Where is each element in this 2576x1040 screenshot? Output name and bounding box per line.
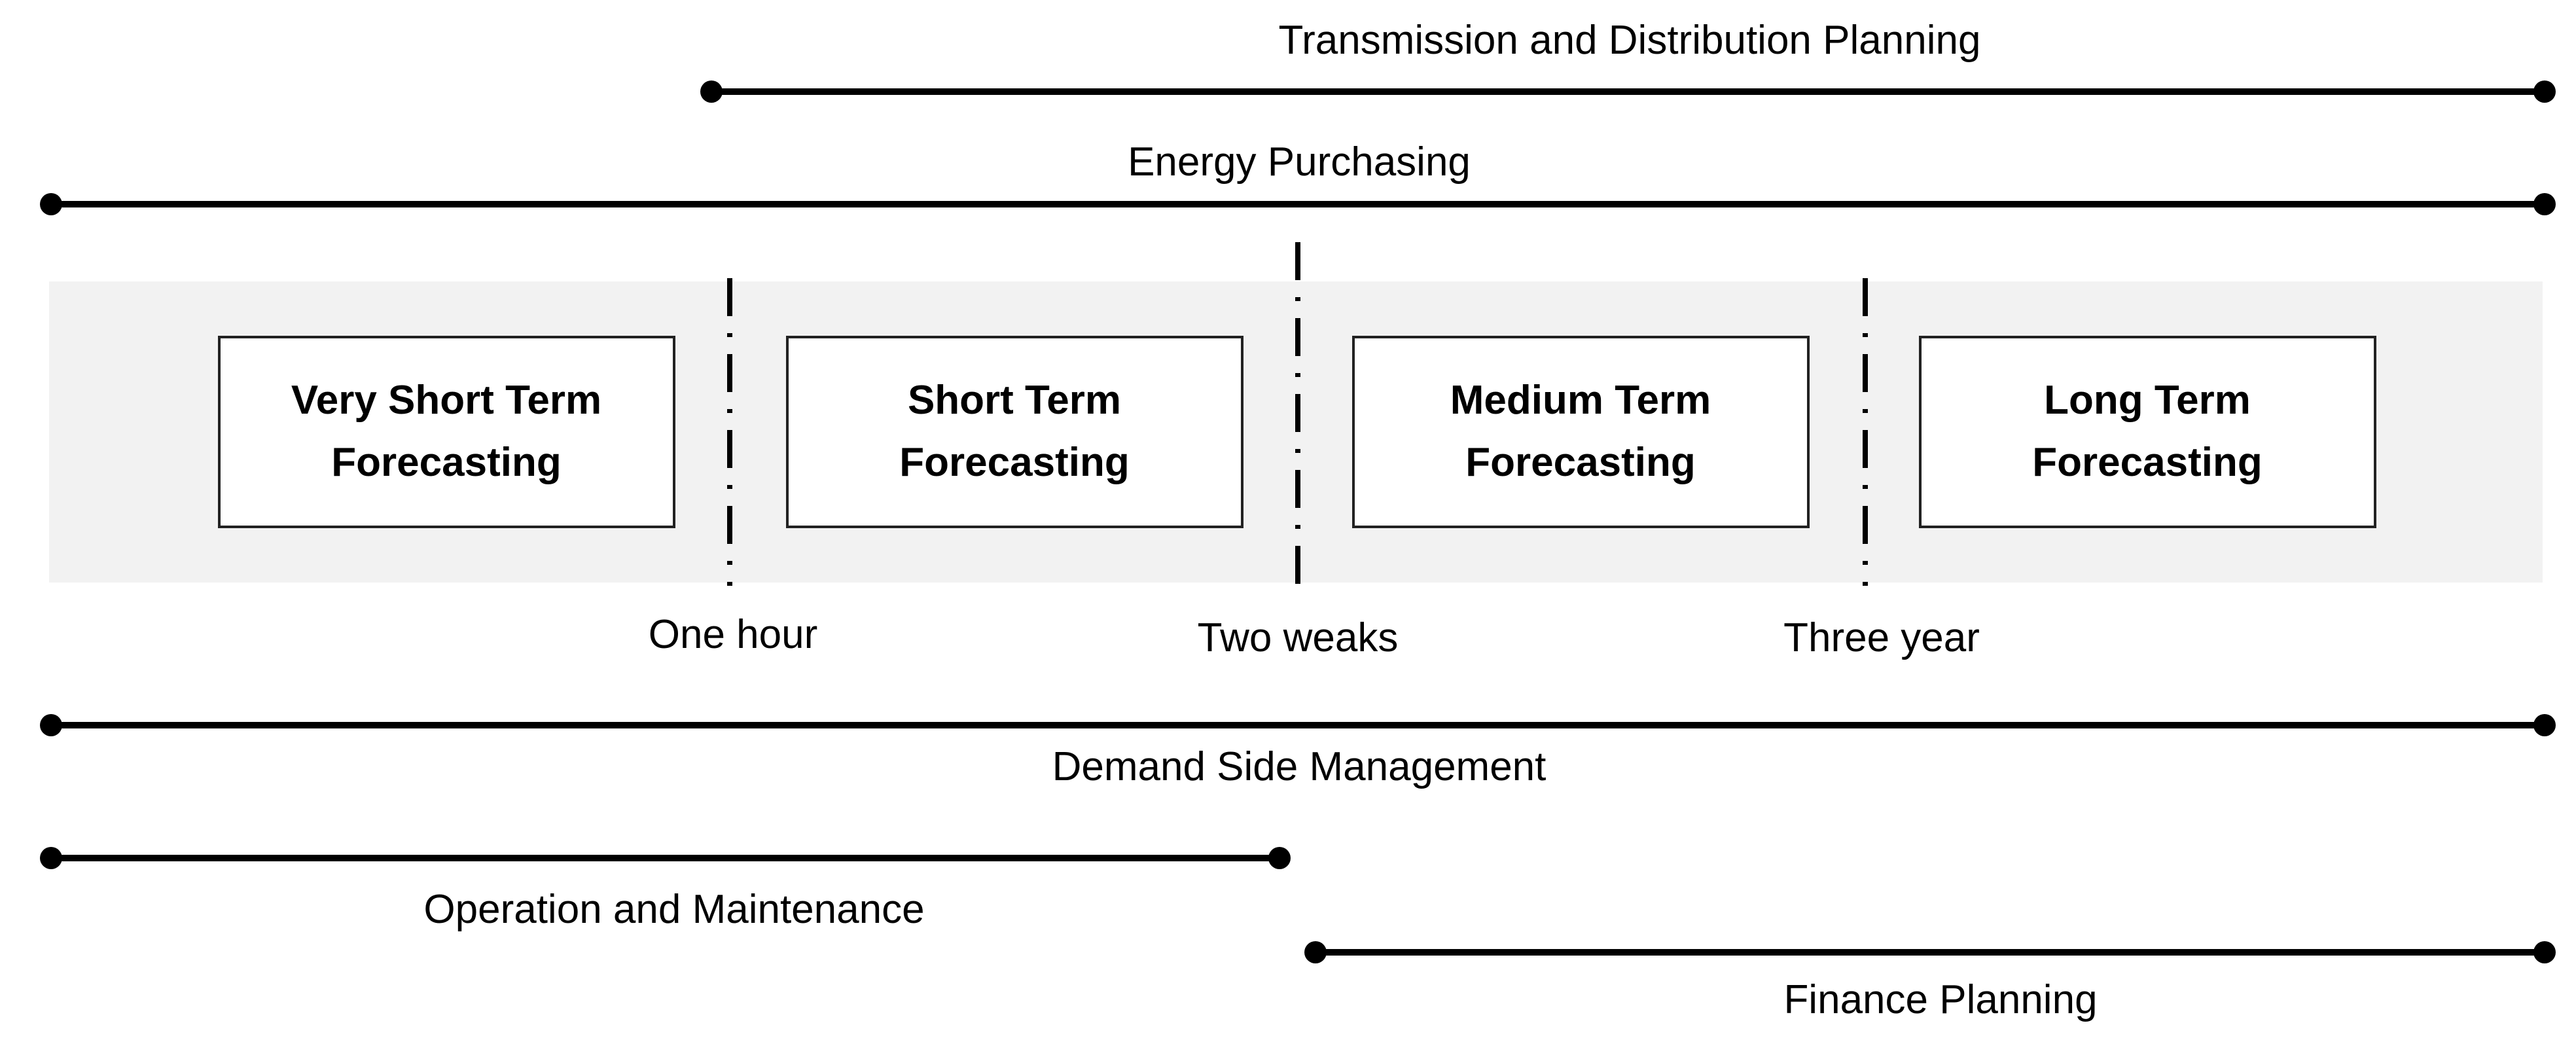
range-start-dot	[700, 81, 723, 103]
box-short-term-forecasting: Short Term Forecasting	[786, 336, 1243, 528]
range-label-finance-planning: Finance Planning	[1783, 977, 2097, 1022]
box-very-short-term-forecasting: Very Short Term Forecasting	[218, 336, 675, 528]
range-transmission-distribution-planning: Transmission and Distribution Planning	[700, 18, 2556, 103]
range-label-transmission-distribution-planning: Transmission and Distribution Planning	[1279, 18, 1981, 63]
range-end-dot	[2533, 193, 2556, 215]
divider-two-weaks: Two weaks	[1198, 242, 1399, 660]
forecast-box	[786, 336, 1243, 528]
range-end-dot	[2533, 714, 2556, 736]
divider-three-year: Three year	[1783, 278, 1980, 660]
forecast-box	[1919, 336, 2376, 528]
divider-label-one-hour: One hour	[649, 612, 818, 657]
range-demand-side-management: Demand Side Management	[40, 714, 2556, 789]
range-label-demand-side-management: Demand Side Management	[1052, 744, 1547, 789]
box-medium-term-forecasting: Medium Term Forecasting	[1352, 336, 1810, 528]
divider-one-hour: One hour	[649, 278, 818, 657]
box-title-line1: Medium Term	[1450, 378, 1711, 423]
range-start-dot	[40, 193, 62, 215]
box-title-line2: Forecasting	[899, 440, 1129, 485]
box-title-line1: Long Term	[2044, 378, 2251, 423]
range-end-dot	[1268, 847, 1291, 869]
box-title-line2: Forecasting	[1465, 440, 1695, 485]
range-end-dot	[2533, 81, 2556, 103]
range-label-energy-purchasing: Energy Purchasing	[1128, 139, 1471, 185]
forecast-box	[218, 336, 675, 528]
box-title-line1: Short Term	[908, 378, 1121, 423]
range-finance-planning: Finance Planning	[1304, 941, 2556, 1022]
box-title-line2: Forecasting	[331, 440, 561, 485]
box-title-line2: Forecasting	[2032, 440, 2262, 485]
forecast-box	[1352, 336, 1810, 528]
range-start-dot	[1304, 941, 1327, 963]
box-title-line1: Very Short Term	[291, 378, 601, 423]
divider-label-three-year: Three year	[1783, 615, 1980, 660]
range-energy-purchasing: Energy Purchasing	[40, 139, 2556, 215]
range-start-dot	[40, 714, 62, 736]
box-long-term-forecasting: Long Term Forecasting	[1919, 336, 2376, 528]
range-start-dot	[40, 847, 62, 869]
range-label-operation-and-maintenance: Operation and Maintenance	[423, 887, 924, 932]
range-operation-and-maintenance: Operation and Maintenance	[40, 847, 1291, 932]
range-end-dot	[2533, 941, 2556, 963]
divider-label-two-weaks: Two weaks	[1198, 615, 1399, 660]
